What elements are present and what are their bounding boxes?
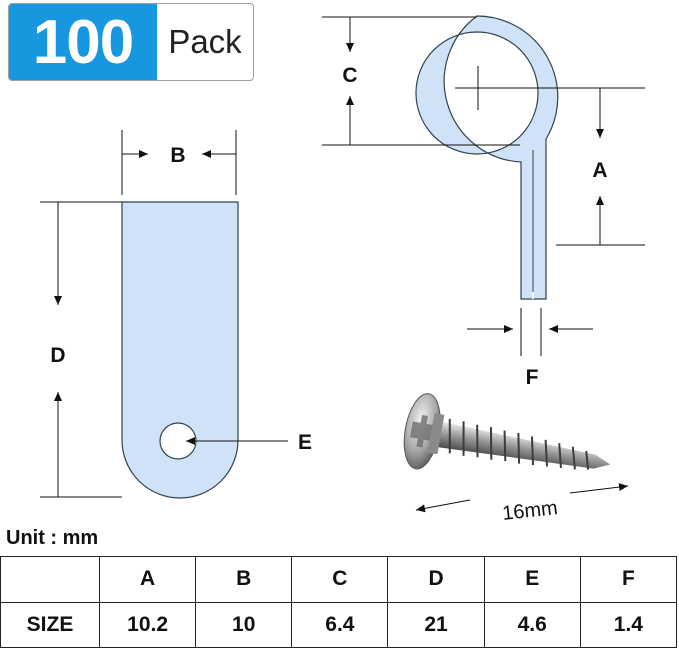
table-header-c: C [291,556,389,603]
dimension-label-c: C [342,64,357,87]
unit-label: Unit : mm [6,527,99,549]
pack-label: Pack [168,23,242,60]
loop-clamp-view: C A F [322,15,645,389]
table-header-corner [0,556,100,603]
screw-length-label: 16mm [501,497,559,520]
pack-count-badge: 100 Pack [8,3,254,81]
table-header-row: A B C D E F [0,556,678,603]
dimension-label-e: E [298,431,312,454]
clamp-dimension-diagram: B D E C A F [40,15,645,520]
table-cell-e: 4.6 [483,601,581,648]
flat-clamp-view: B D E [40,130,312,499]
screw-illustration: 16mm [403,393,629,520]
table-cell-c: 6.4 [291,601,389,648]
table-cell-a: 10.2 [98,601,197,648]
table-header-e: E [483,556,581,603]
table-row: SIZE 10.2 10 6.4 21 4.6 1.4 [0,601,678,648]
flat-strip-shape [121,201,239,499]
table-header-d: D [387,556,485,603]
dimension-label-b: B [170,144,185,167]
table-cell-f: 1.4 [579,601,678,648]
table-header-a: A [98,556,197,603]
dimension-label-a: A [592,159,607,182]
table-header-f: F [579,556,678,603]
loop-clamp-band [415,15,559,300]
pack-count-number: 100 [9,4,157,80]
table-cell-d: 21 [387,601,485,648]
dimension-label-d: D [50,344,65,367]
table-row-label: SIZE [0,601,100,648]
table-cell-b: 10 [195,601,293,648]
size-table: A B C D E F SIZE 10.2 10 6.4 21 4.6 1.4 [0,556,678,648]
table-header-b: B [195,556,293,603]
dimension-label-f: F [526,366,539,389]
